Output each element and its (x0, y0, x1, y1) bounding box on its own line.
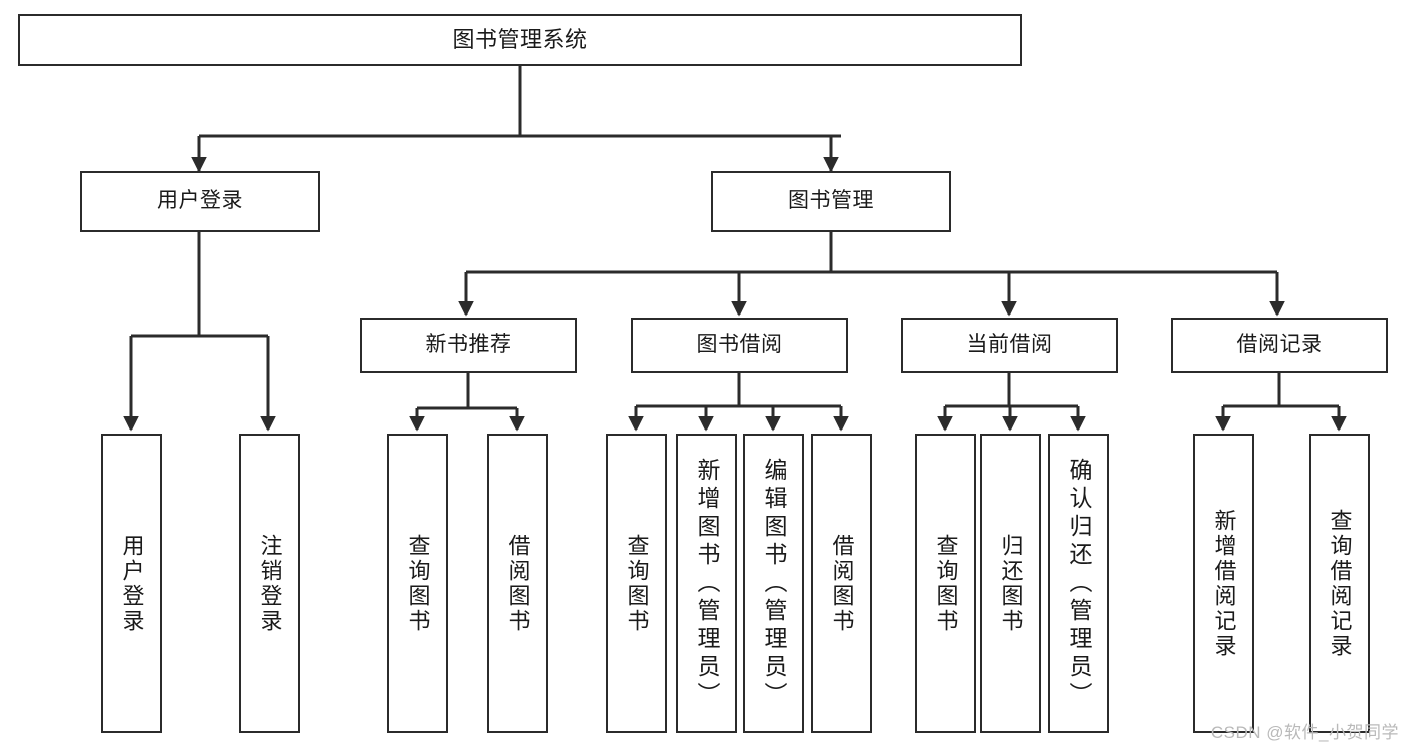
node-label: 新增借阅记录 (1211, 508, 1237, 659)
node-label: 新书推荐 (425, 333, 512, 357)
leaf-new-books-query[interactable]: 查询图书 (387, 434, 448, 733)
leaf-records-query-record[interactable]: 查询借阅记录 (1309, 434, 1370, 733)
node-label: 查询图书 (405, 533, 431, 634)
leaf-current-return[interactable]: 归还图书 (980, 434, 1041, 733)
node-label: 注销登录 (257, 533, 283, 634)
leaf-user-login-login[interactable]: 用户登录 (101, 434, 162, 733)
node-current-borrow[interactable]: 当前借阅 (901, 318, 1118, 373)
node-label: 借阅图书 (505, 533, 531, 634)
node-label: 图书管理系统 (452, 27, 588, 53)
node-book-management[interactable]: 图书管理 (711, 171, 951, 232)
leaf-current-confirm-return-admin[interactable]: 确认归还（管理员） (1048, 434, 1109, 733)
leaf-borrow-query[interactable]: 查询图书 (606, 434, 667, 733)
node-label: 借阅记录 (1236, 333, 1323, 357)
node-root-system[interactable]: 图书管理系统 (18, 14, 1022, 66)
node-label: 查询借阅记录 (1327, 508, 1353, 659)
leaf-current-query[interactable]: 查询图书 (915, 434, 976, 733)
leaf-new-books-borrow[interactable]: 借阅图书 (487, 434, 548, 733)
node-label: 用户登录 (157, 189, 243, 213)
node-user-login[interactable]: 用户登录 (80, 171, 320, 232)
node-label: 查询图书 (624, 533, 650, 634)
leaf-borrow-add-book-admin[interactable]: 新增图书（管理员） (676, 434, 737, 733)
node-label: 归还图书 (998, 533, 1024, 634)
node-label: 新增图书（管理员） (694, 457, 720, 710)
node-borrow-records[interactable]: 借阅记录 (1171, 318, 1388, 373)
node-label: 查询图书 (933, 533, 959, 634)
leaf-user-login-logout[interactable]: 注销登录 (239, 434, 300, 733)
leaf-borrow-edit-book-admin[interactable]: 编辑图书（管理员） (743, 434, 804, 733)
node-label: 用户登录 (119, 533, 145, 634)
node-book-borrow[interactable]: 图书借阅 (631, 318, 848, 373)
node-label: 图书借阅 (696, 333, 783, 357)
node-label: 确认归还（管理员） (1066, 457, 1092, 710)
node-new-book-recommend[interactable]: 新书推荐 (360, 318, 577, 373)
node-label: 编辑图书（管理员） (761, 457, 787, 710)
node-label: 借阅图书 (829, 533, 855, 634)
leaf-records-add-record[interactable]: 新增借阅记录 (1193, 434, 1254, 733)
node-label: 图书管理 (788, 189, 874, 213)
csdn-watermark: CSDN @软件_小贺同学 (1210, 723, 1399, 742)
leaf-borrow-borrow-book[interactable]: 借阅图书 (811, 434, 872, 733)
node-label: 当前借阅 (966, 333, 1053, 357)
